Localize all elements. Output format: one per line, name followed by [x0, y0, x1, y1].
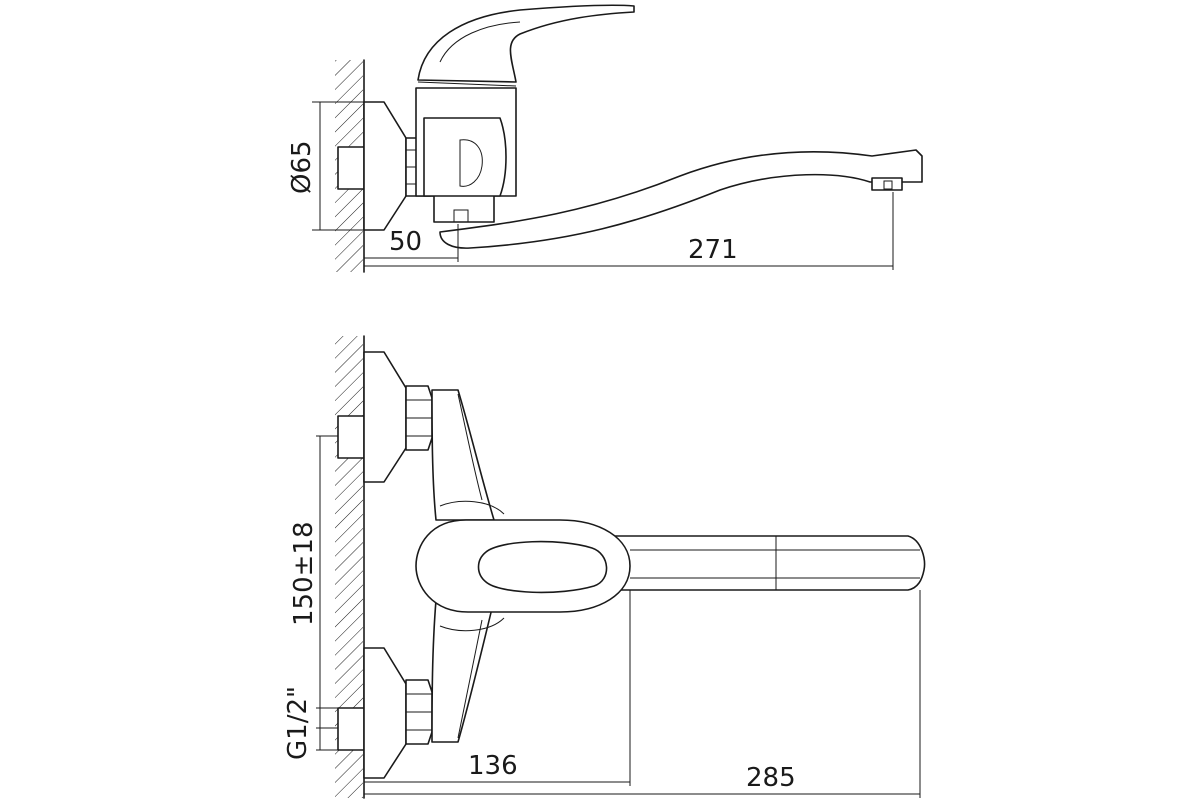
dim-thread-label: G1/2" — [283, 686, 313, 760]
dim-285-label: 285 — [746, 763, 796, 793]
dim-diameter-label: Ø65 — [287, 140, 317, 194]
pipe-stub-top — [337, 146, 365, 190]
lever-handle-top — [417, 4, 635, 83]
pipe-stub-lower — [337, 707, 365, 751]
dim-271-label: 271 — [688, 235, 738, 265]
eccentric-arm-upper — [431, 389, 495, 521]
dim-50-label: 50 — [389, 227, 422, 257]
escutcheon-upper — [363, 351, 407, 483]
front-view: 150±18 G1/2" 136 285 — [283, 335, 926, 799]
escutcheon-lower — [363, 647, 407, 779]
dim-150-label: 150±18 — [289, 522, 319, 627]
aerator-top — [871, 177, 903, 191]
top-view: Ø65 50 271 — [287, 4, 923, 273]
dim-136-label: 136 — [468, 751, 518, 781]
lever-front — [477, 540, 608, 594]
pipe-stub-upper — [337, 415, 365, 459]
spout-front — [599, 535, 926, 591]
spout-top — [439, 149, 923, 249]
escutcheon-top — [363, 101, 407, 231]
cartridge-top — [423, 117, 507, 197]
eccentric-arm-lower — [431, 599, 495, 743]
